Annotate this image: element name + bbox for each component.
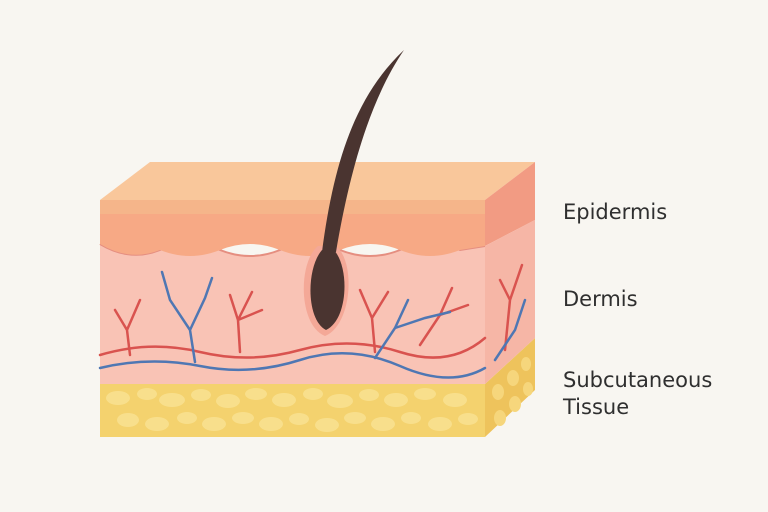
hair-shaft (322, 50, 404, 252)
label-epidermis: Epidermis (563, 200, 668, 224)
fat-globules (106, 388, 478, 432)
hair-follicle-bulb (310, 250, 345, 330)
blood-vessels-blue (98, 270, 527, 379)
label-dermis: Dermis (563, 287, 638, 311)
side-fat-globules (492, 357, 533, 426)
label-subcutaneous-tissue: Subcutaneous Tissue (563, 368, 713, 419)
epidermis-side (485, 162, 535, 246)
epidermis-surface-band (100, 200, 485, 214)
blood-vessels-red (98, 263, 524, 359)
skin-top-surface (100, 162, 535, 200)
